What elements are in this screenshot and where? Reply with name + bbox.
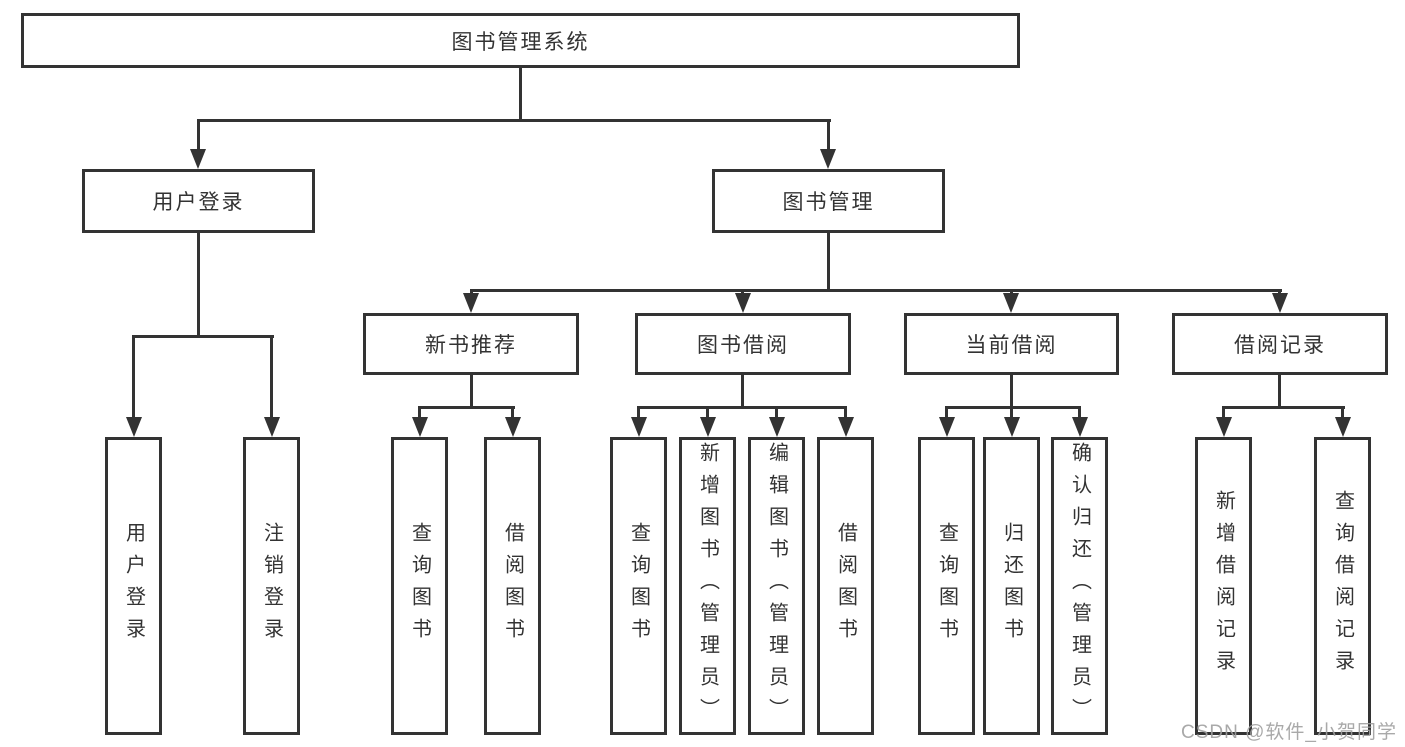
connector-line	[1341, 406, 1344, 419]
leaf-borrow-add-book-admin: 新增图书（管理员）	[679, 437, 736, 735]
node-label: 当前借阅	[965, 334, 1058, 357]
leaf-current-query-book: 查询图书	[918, 437, 975, 735]
leaf-borrow-edit-book-admin: 编辑图书（管理员）	[748, 437, 805, 735]
arrow-down-icon	[505, 417, 521, 437]
arrow-down-icon	[412, 417, 428, 437]
node-user-login: 用户登录	[82, 169, 315, 233]
leaf-logout: 注销登录	[243, 437, 300, 735]
connector-line	[1222, 406, 1225, 419]
arrow-down-icon	[1272, 293, 1288, 313]
connector-line	[1010, 375, 1013, 409]
arrow-down-icon	[838, 417, 854, 437]
arrow-down-icon	[769, 417, 785, 437]
arrow-down-icon	[700, 417, 716, 437]
connector-line	[197, 233, 200, 338]
connector-line	[418, 406, 515, 409]
node-borrow-records: 借阅记录	[1172, 313, 1388, 375]
connector-line	[741, 375, 744, 409]
arrow-down-icon	[264, 417, 280, 437]
connector-line	[270, 335, 273, 419]
node-label: 图书管理	[782, 191, 875, 214]
connector-line	[945, 406, 1081, 409]
node-label: 确认归还（管理员）	[1068, 442, 1091, 730]
arrow-down-icon	[1335, 417, 1351, 437]
node-label: 用户登录	[122, 522, 145, 650]
connector-line	[1222, 406, 1345, 409]
arrow-down-icon	[631, 417, 647, 437]
node-book-borrow: 图书借阅	[635, 313, 851, 375]
connector-line	[637, 406, 640, 419]
connector-line	[637, 406, 847, 409]
node-label: 新增图书（管理员）	[696, 442, 719, 730]
arrow-down-icon	[735, 293, 751, 313]
arrow-down-icon	[939, 417, 955, 437]
leaf-recommend-query-book: 查询图书	[391, 437, 448, 735]
node-label: 新书推荐	[425, 334, 517, 357]
connector-line	[1078, 406, 1081, 419]
connector-line	[418, 406, 421, 419]
node-label: 归还图书	[1000, 522, 1023, 650]
connector-line	[741, 289, 744, 295]
connector-line	[511, 406, 514, 419]
leaf-borrow-query-book: 查询图书	[610, 437, 667, 735]
node-label: 查询借阅记录	[1331, 490, 1354, 682]
node-label: 借阅图书	[834, 522, 857, 650]
connector-line	[775, 406, 778, 419]
connector-line	[706, 406, 709, 419]
node-label: 注销登录	[260, 522, 283, 650]
connector-line	[470, 289, 473, 295]
arrow-down-icon	[1004, 417, 1020, 437]
node-label: 查询图书	[935, 522, 958, 650]
connector-line	[1278, 289, 1281, 295]
connector-line	[945, 406, 948, 419]
leaf-records-query-record: 查询借阅记录	[1314, 437, 1371, 735]
node-label: 借阅图书	[501, 522, 524, 650]
arrow-down-icon	[1216, 417, 1232, 437]
node-current-borrow: 当前借阅	[904, 313, 1119, 375]
connector-line	[132, 335, 274, 338]
connector-line	[197, 119, 831, 122]
connector-line	[470, 289, 1282, 292]
leaf-borrow-borrow-book: 借阅图书	[817, 437, 874, 735]
connector-line	[1010, 406, 1013, 419]
connector-line	[132, 335, 135, 419]
node-new-book-recommend: 新书推荐	[363, 313, 579, 375]
node-label: 用户登录	[152, 191, 245, 214]
connector-line	[1010, 289, 1013, 295]
node-label: 编辑图书（管理员）	[765, 442, 788, 730]
node-label: 查询图书	[408, 522, 431, 650]
connector-line	[470, 375, 473, 409]
arrow-down-icon	[126, 417, 142, 437]
node-root: 图书管理系统	[21, 13, 1020, 68]
node-label: 借阅记录	[1234, 334, 1326, 357]
connector-line	[844, 406, 847, 419]
connector-line	[827, 233, 830, 292]
arrow-down-icon	[190, 149, 206, 169]
node-label: 新增借阅记录	[1212, 490, 1235, 682]
watermark: CSDN @软件_小贺同学	[1181, 722, 1397, 743]
arrow-down-icon	[820, 149, 836, 169]
node-label: 图书借阅	[697, 334, 789, 357]
arrow-down-icon	[1072, 417, 1088, 437]
leaf-current-return-book: 归还图书	[983, 437, 1040, 735]
node-book-management: 图书管理	[712, 169, 945, 233]
leaf-records-add-record: 新增借阅记录	[1195, 437, 1252, 735]
connector-line	[519, 66, 522, 122]
leaf-current-confirm-return-admin: 确认归还（管理员）	[1051, 437, 1108, 735]
node-label: 图书管理系统	[451, 30, 590, 54]
connector-line	[197, 119, 200, 151]
arrow-down-icon	[463, 293, 479, 313]
leaf-recommend-borrow-book: 借阅图书	[484, 437, 541, 735]
arrow-down-icon	[1003, 293, 1019, 313]
node-label: 查询图书	[627, 522, 650, 650]
connector-line	[1278, 375, 1281, 409]
connector-line	[827, 119, 830, 151]
leaf-user-login: 用户登录	[105, 437, 162, 735]
